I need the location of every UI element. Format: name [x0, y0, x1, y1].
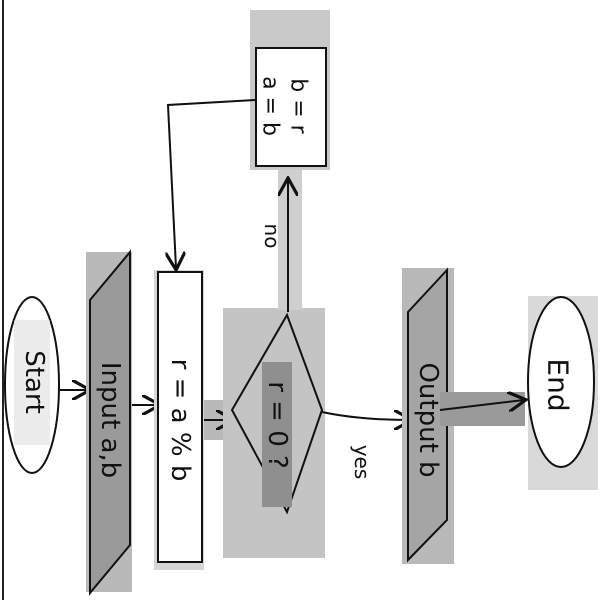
decision-node — [223, 308, 325, 558]
output-label: Output b — [413, 362, 443, 478]
input-node — [86, 249, 132, 596]
start-label: Start — [19, 350, 49, 414]
assign-node — [250, 10, 330, 170]
arrow-output-to-end — [439, 400, 524, 410]
start-node — [4, 296, 60, 474]
yes-edge-label: yes — [350, 444, 374, 480]
loop-assign-to-process — [168, 99, 257, 268]
decision-label: r = 0 ? — [262, 381, 292, 469]
process-node — [154, 270, 204, 570]
end-node — [527, 296, 598, 490]
no-edge-label: no — [260, 223, 284, 249]
output-node — [402, 267, 454, 564]
assign-label-line2: b = r — [285, 78, 311, 134]
arrow-decision-to-output — [321, 412, 410, 420]
input-label: Input a,b — [95, 361, 125, 479]
assign-label-line1: a = b — [257, 76, 283, 136]
end-label: End — [541, 358, 575, 412]
process-label: r = a % b — [165, 358, 195, 482]
